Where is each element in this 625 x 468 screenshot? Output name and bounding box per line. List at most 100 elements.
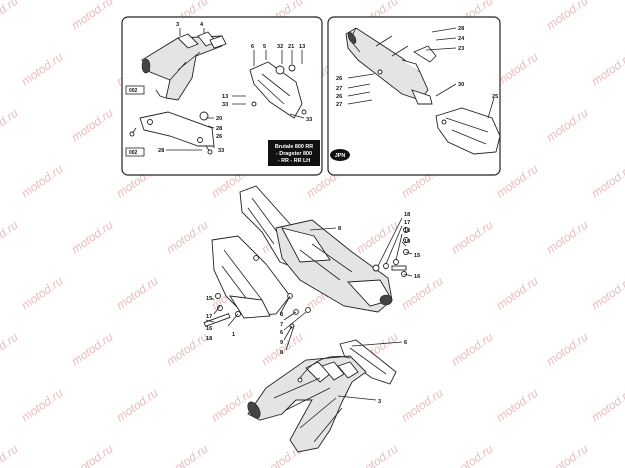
watermark-text: motod.ru xyxy=(544,442,591,468)
callout: 26 xyxy=(216,134,222,140)
callout: 26 xyxy=(336,76,342,82)
callout: 18 xyxy=(206,336,212,342)
callout: 28 xyxy=(158,148,164,154)
callout: 3 xyxy=(378,399,381,405)
model-note-box xyxy=(268,140,320,166)
tag-box xyxy=(125,85,145,95)
watermark-text: motod.ru xyxy=(164,330,211,369)
right-muffler-drawing xyxy=(345,27,433,105)
callout: 18 xyxy=(404,212,410,218)
watermark-text: motod.ru xyxy=(449,442,496,468)
callout: 1 xyxy=(232,332,235,338)
callout: 23 xyxy=(458,46,464,52)
main-assembly-drawing: 8 18 17 16 19 15 16 15 17 16 18 1 8 7 6 … xyxy=(203,185,420,453)
watermark-text: motod.ru xyxy=(69,442,116,468)
callout: 19 xyxy=(404,239,410,245)
watermark-text: motod.ru xyxy=(589,274,625,313)
callout: 25 xyxy=(492,94,498,100)
watermark-text: motod.ru xyxy=(0,106,21,145)
callout: 6 xyxy=(404,340,407,346)
watermark-text: motod.ru xyxy=(399,386,446,425)
clamp-icon xyxy=(199,111,209,121)
callout: 5 xyxy=(263,44,266,50)
panel-left: 3 4 6 5 32 21 13 13 33 20 28 26 28 33 33… xyxy=(121,16,323,176)
callout: 16 xyxy=(206,326,212,332)
watermark-text: motod.ru xyxy=(164,442,211,468)
watermark-text: motod.ru xyxy=(494,274,541,313)
callout: 3 xyxy=(176,22,179,28)
watermark-text: motod.ru xyxy=(19,274,66,313)
callout: 8 xyxy=(338,226,341,232)
callout: 16 xyxy=(404,228,410,234)
lower-headers-drawing xyxy=(247,339,397,453)
callout: 6 xyxy=(280,330,283,336)
callout: 7 xyxy=(280,322,283,328)
tag-label: 002 xyxy=(129,88,138,94)
region-badge xyxy=(330,149,350,161)
callout: 27 xyxy=(336,102,342,108)
watermark-text: motod.ru xyxy=(354,442,401,468)
callout: 30 xyxy=(458,82,464,88)
left-guard-drawing xyxy=(249,61,307,119)
watermark-text: motod.ru xyxy=(544,106,591,145)
watermark-text: motod.ru xyxy=(69,0,116,32)
callout: 8 xyxy=(280,312,283,318)
callout: 15 xyxy=(206,296,212,302)
watermark-text: motod.ru xyxy=(589,162,625,201)
callout: 4 xyxy=(200,22,204,28)
watermark-text: motod.ru xyxy=(544,218,591,257)
tag-box xyxy=(125,147,145,157)
watermark-text: motod.ru xyxy=(0,330,21,369)
tag-label: 002 xyxy=(129,150,138,156)
callout: 16 xyxy=(414,274,420,280)
watermark-text: motod.ru xyxy=(589,50,625,89)
watermark-text: motod.ru xyxy=(589,386,625,425)
watermark-text: motod.ru xyxy=(544,0,591,32)
callout: 9 xyxy=(280,340,283,346)
left-bracket-drawing xyxy=(129,111,215,155)
watermark-text: motod.ru xyxy=(69,106,116,145)
callout: 28 xyxy=(458,26,464,32)
watermark-text: motod.ru xyxy=(449,218,496,257)
callout: 33 xyxy=(306,117,312,123)
callout: 13 xyxy=(299,44,305,50)
watermark-text: motod.ru xyxy=(114,274,161,313)
left-headers-drawing xyxy=(141,31,227,101)
watermark-text: motod.ru xyxy=(19,162,66,201)
watermark-text: motod.ru xyxy=(0,442,21,468)
watermark-text: motod.ru xyxy=(494,162,541,201)
callout: 13 xyxy=(222,94,228,100)
model-note-line: - RR - RR LH xyxy=(278,158,310,164)
watermark-text: motod.ru xyxy=(69,218,116,257)
watermark-text: motod.ru xyxy=(164,218,211,257)
watermark-text: motod.ru xyxy=(494,50,541,89)
callout: 6 xyxy=(251,44,254,50)
callout: 32 xyxy=(277,44,283,50)
callout: 26 xyxy=(336,94,342,100)
callout: 15 xyxy=(414,253,420,259)
callout: 17 xyxy=(404,220,410,226)
callout: 33 xyxy=(218,148,224,154)
model-note-line: Brutale 800 RR xyxy=(275,144,313,150)
callout: 24 xyxy=(458,36,465,42)
watermark-text: motod.ru xyxy=(114,386,161,425)
callout: 20 xyxy=(216,116,222,122)
watermark-text: motod.ru xyxy=(449,330,496,369)
watermark-text: motod.ru xyxy=(544,330,591,369)
callout: 21 xyxy=(288,44,294,50)
watermark-text: motod.ru xyxy=(354,218,401,257)
callout: 33 xyxy=(222,102,228,108)
watermark-text: motod.ru xyxy=(0,218,21,257)
watermark-text: motod.ru xyxy=(19,50,66,89)
model-note-line: - Dragster 800 xyxy=(276,151,312,157)
callout: 8 xyxy=(280,350,283,356)
callout: 27 xyxy=(336,86,342,92)
watermark-text: motod.ru xyxy=(494,386,541,425)
right-guard-drawing xyxy=(435,107,501,155)
callout: 28 xyxy=(216,126,222,132)
watermark-text: motod.ru xyxy=(399,274,446,313)
panel-right: 28 24 23 26 27 26 27 30 25 JPN xyxy=(327,16,501,176)
watermark-text: motod.ru xyxy=(69,330,116,369)
region-badge-label: JPN xyxy=(335,153,346,159)
